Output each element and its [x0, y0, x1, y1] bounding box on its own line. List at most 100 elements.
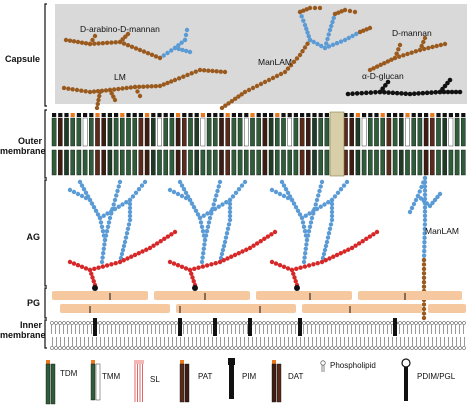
phospholipid-head: [234, 346, 238, 350]
ag-linker: [190, 275, 195, 280]
ag-arabinan: [103, 233, 109, 238]
manlam-ag-blue: [418, 196, 424, 201]
lm-chain: [132, 84, 138, 90]
phospholipid-head: [70, 321, 74, 325]
phospholipid-head: [366, 321, 370, 325]
ag-linker-unit: [92, 285, 98, 291]
manlam-ag-blue: [432, 197, 438, 203]
ag-galactan: [117, 259, 123, 265]
inner-leaflet-lipid: [281, 149, 286, 176]
am-brown-chain: [153, 54, 159, 59]
ag-linker: [187, 267, 193, 273]
pim-anchor: [93, 318, 97, 336]
lipid-head: [281, 113, 286, 117]
lm-chain: [83, 89, 88, 94]
ag-arabinan: [281, 183, 287, 188]
ag-arabinan: [227, 201, 233, 207]
ag-galactan: [364, 236, 369, 242]
phospholipid-head: [334, 321, 338, 325]
inner-leaflet-lipid: [262, 149, 268, 176]
am-brown-chain: [120, 37, 125, 42]
phospholipid-head: [350, 321, 354, 325]
outer-leaflet-lipid: [411, 117, 417, 147]
ag-arabinan: [299, 215, 305, 221]
phospholipid-head: [374, 321, 378, 325]
ag-arabinan: [305, 233, 311, 238]
am-blue-chain: [169, 48, 174, 53]
phospholipid-head: [358, 346, 362, 350]
phospholipid-head: [118, 321, 122, 325]
outer-leaflet-lipid: [436, 117, 441, 147]
outer-leaflet-lipid: [306, 117, 311, 147]
phospholipid-head: [294, 346, 298, 350]
lipid-head: [145, 113, 150, 117]
manlam-blue-branch: [301, 18, 306, 23]
legend-label-tmm: TMM: [102, 372, 121, 381]
ag-arabinan: [326, 231, 332, 236]
manlam-brown-stem: [232, 96, 238, 102]
ag-galactan: [92, 266, 97, 272]
ag-arabinan: [127, 209, 133, 215]
manlam-blue-branch: [306, 34, 311, 39]
lipid-head: [293, 113, 298, 117]
phospholipid-head: [130, 321, 134, 325]
legend-pat-tail: [179, 363, 185, 403]
ag-galactan: [232, 252, 238, 258]
outer-leaflet-lipid: [101, 117, 106, 147]
phospholipid-head: [218, 346, 222, 350]
phospholipid-head: [286, 321, 290, 325]
lipid-head: [70, 113, 75, 117]
legend-tdm-tail: [45, 363, 51, 405]
ag-arabinan: [106, 220, 112, 225]
manlam-brown-stem: [297, 52, 303, 58]
ag-arabinan: [283, 187, 289, 192]
inner-leaflet-lipid: [361, 149, 367, 176]
manlam-cap-tip: [307, 5, 313, 11]
ag-arabinan: [107, 215, 113, 221]
ag-arabinan: [224, 231, 230, 236]
ag-arabinan: [120, 247, 126, 253]
phospholipid-head: [234, 321, 238, 325]
inner-leaflet-lipid: [324, 149, 330, 176]
manlam-blue-branch: [338, 39, 344, 44]
inner-leaflet-lipid: [194, 149, 200, 176]
glucan-chain: [403, 91, 409, 97]
outer-leaflet-lipid: [126, 117, 131, 147]
lipid-head: [207, 113, 212, 117]
lipid-head: [200, 113, 205, 117]
mannan-chain: [385, 59, 391, 64]
ag-arabinan: [313, 202, 318, 207]
phospholipid-head: [410, 321, 414, 325]
legend-tmm-tail: [90, 363, 96, 401]
phospholipid-head: [154, 321, 158, 325]
ag-galactan: [179, 264, 185, 269]
outer-leaflet-lipid: [349, 117, 355, 147]
phospholipid-head: [282, 321, 286, 325]
ag-arabinan: [322, 202, 327, 207]
phospholipid-head: [418, 321, 422, 325]
inner-leaflet-lipid: [318, 149, 324, 176]
phospholipid-head: [102, 346, 106, 350]
legend-pat-head: [180, 360, 184, 364]
phospholipid-head: [126, 321, 130, 325]
inner-leaflet-lipid: [157, 149, 162, 176]
lipid-head: [312, 113, 317, 117]
manlam-blue-branch: [350, 33, 355, 39]
manlam-blue-branch: [304, 26, 309, 31]
phospholipid-head: [330, 321, 334, 325]
ag-arabinan: [318, 184, 323, 189]
manlam-ag-blue: [437, 191, 443, 197]
manlam-ag-blue: [422, 217, 428, 223]
manlam-blue-branch: [330, 19, 335, 25]
inner-leaflet-lipid: [405, 149, 410, 176]
inner-leaflet-lipid: [461, 149, 466, 176]
ag-arabinan: [104, 229, 110, 234]
arabinogalactan-layer: [67, 175, 443, 321]
ag-arabinan: [189, 201, 195, 206]
inner-leaflet-lipid: [107, 149, 113, 176]
ag-galactan: [109, 262, 114, 267]
ag-arabinan: [171, 189, 177, 195]
phospholipid-head: [286, 346, 290, 350]
ag-arabinan: [99, 259, 105, 265]
outer-leaflet-lipid: [281, 117, 286, 147]
